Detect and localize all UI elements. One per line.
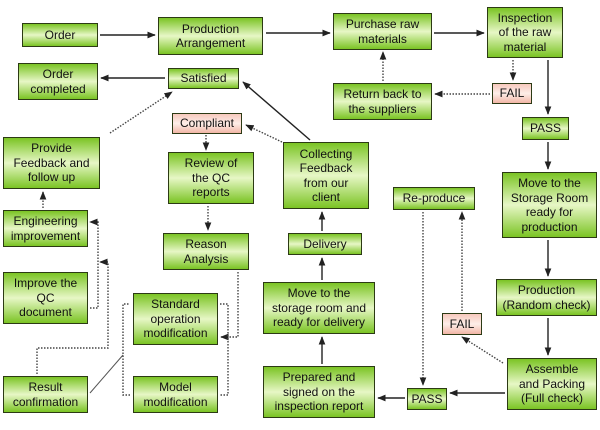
node-collecting-feedback: Collecting Feedback from our client: [283, 142, 369, 209]
node-assemble-packing: Assemble and Packing (Full check): [507, 358, 597, 410]
node-provide-feedback: Provide Feedback and follow up: [3, 137, 100, 189]
edge-improve-qc-document-to-engineering-improvement: [89, 218, 99, 309]
node-purchase-raw-materials: Purchase raw materials: [333, 13, 432, 50]
node-pass-2: PASS: [407, 388, 447, 410]
node-inspection-raw-material: Inspection of the raw material: [487, 7, 563, 58]
edge-provide-feedback-to-satisfied: [109, 91, 173, 134]
node-result-confirmation: Result confirmation: [3, 376, 88, 413]
node-production-random-check: Production (Random check): [496, 279, 597, 316]
node-reason-analysis: Reason Analysis: [163, 233, 249, 270]
node-satisfied: Satisfied: [168, 68, 239, 89]
node-move-storage-delivery: Move to the storage room and ready for d…: [263, 282, 375, 334]
node-fail-2: FAIL: [442, 313, 482, 335]
node-re-produce: Re-produce: [393, 187, 475, 210]
node-engineering-improvement: Engineering improvement: [3, 210, 88, 247]
node-production-arrangement: Production Arrangement: [158, 17, 263, 55]
edge-model-modification-to-result-confirmation: [122, 303, 130, 396]
node-order-completed: Order completed: [18, 63, 98, 100]
edge-reason-analysis-to-standard-operation-modification: [220, 272, 239, 341]
node-fail-1: FAIL: [492, 83, 532, 104]
node-compliant: Compliant: [172, 113, 242, 134]
node-delivery: Delivery: [288, 233, 362, 255]
node-model-modification: Model modification: [133, 376, 218, 413]
node-standard-operation-modification: Standard operation modification: [133, 293, 218, 345]
edge-assemble-packing-to-fail-2: [461, 336, 504, 364]
edge-standard-operation-modification-to-result-confirmation: [220, 303, 229, 396]
node-review-qc-reports: Review of the QC reports: [168, 152, 254, 204]
node-order: Order: [22, 23, 98, 47]
edge-collecting-feedback-to-compliant: [245, 124, 283, 143]
node-pass-1: PASS: [522, 117, 569, 140]
node-prepared-signed-report: Prepared and signed on the inspection re…: [263, 366, 375, 418]
node-return-to-suppliers: Return back to the suppliers: [333, 83, 432, 120]
node-improve-qc-document: Improve the QC document: [3, 272, 88, 324]
node-move-storage-production: Move to the Storage Room ready for produ…: [502, 172, 597, 238]
edge-modifications-to-result-confirmation: [89, 354, 124, 394]
edge-result-confirmation-to-engineering-improvement: [36, 258, 109, 374]
edge-collecting-feedback-to-satisfied: [242, 81, 311, 141]
